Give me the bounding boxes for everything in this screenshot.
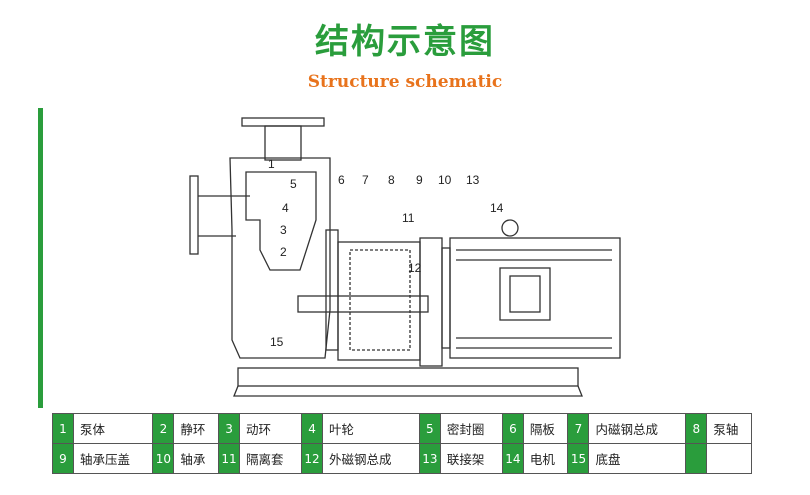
legend-num-6: 6 [501,413,524,444]
callout-5: 5 [290,177,297,191]
legend-num-5: 5 [418,413,441,444]
callout-8: 8 [388,173,395,187]
legend-num-3: 3 [218,413,241,444]
legend-num-13: 13 [418,443,441,474]
inlet-flange [189,175,199,255]
legend-label-separator: 隔板 [522,413,569,444]
motor-body [449,237,621,359]
coupling-frame [419,237,443,367]
legend-num-1: 1 [52,413,74,444]
legend-label-outer-magnet: 外磁钢总成 [322,443,420,474]
legend-label-pump-shaft: 泵轴 [706,413,752,444]
legend-label-rotating-ring: 动环 [239,413,303,444]
inlet-pipe [198,195,250,237]
callout-3: 3 [280,223,287,237]
legend-label-coupling-frame: 联接架 [439,443,503,474]
legend-num-2: 2 [152,413,175,444]
motor-terminal-box [499,267,551,321]
callout-7: 7 [362,173,369,187]
legend-num-8: 8 [685,413,708,444]
callout-12: 12 [408,261,422,275]
legend-label-motor: 电机 [522,443,569,474]
legend-num-11: 11 [218,443,241,474]
accent-bar [38,108,43,408]
outlet-pipe [264,125,302,161]
callout-15: 15 [270,335,284,349]
outlet-flange [241,117,325,127]
callout-4: 4 [282,201,289,215]
legend-label-empty [706,443,752,474]
legend-row: 9 轴承压盖 10 轴承 11 隔离套 12 外磁钢总成 13 联接架 14 电… [52,443,752,474]
diagram-title: 结构示意图 [315,22,495,62]
callout-6: 6 [338,173,345,187]
legend-label-pump-body: 泵体 [72,413,154,444]
callout-14: 14 [490,201,504,215]
legend-num-empty [685,443,708,474]
callout-13: 13 [466,173,480,187]
legend-label-seal-ring: 密封圈 [439,413,503,444]
callout-2: 2 [280,245,287,259]
legend-label-static-ring: 静环 [173,413,220,444]
parts-legend: 1 泵体 2 静环 3 动环 4 叶轮 5 密封圈 6 隔板 7 内磁钢总成 8… [52,413,752,474]
callouts: 1 5 4 3 2 6 7 8 9 10 13 11 12 14 15 [268,157,504,349]
legend-label-impeller: 叶轮 [322,413,420,444]
legend-label-inner-magnet: 内磁钢总成 [588,413,687,444]
baseplate [237,367,579,387]
lifting-eye [501,219,519,237]
legend-num-7: 7 [567,413,590,444]
diagram-subtitle: Structure schematic [307,72,503,92]
callout-1: 1 [268,157,275,171]
legend-num-14: 14 [501,443,524,474]
legend-row: 1 泵体 2 静环 3 动环 4 叶轮 5 密封圈 6 隔板 7 内磁钢总成 8… [52,413,752,444]
legend-num-12: 12 [301,443,324,474]
legend-num-4: 4 [301,413,324,444]
callout-11: 11 [402,211,415,225]
legend-num-9: 9 [52,443,74,474]
callout-10: 10 [438,173,452,187]
legend-num-10: 10 [152,443,175,474]
pump-shaft [297,295,429,313]
callout-9: 9 [416,173,423,187]
legend-label-baseplate: 底盘 [588,443,687,474]
pump-body [229,157,331,359]
legend-num-15: 15 [567,443,590,474]
legend-label-bearing: 轴承 [173,443,220,474]
pump-schematic: 1 5 4 3 2 6 7 8 9 10 13 11 12 14 15 [189,117,621,397]
legend-label-isolation-sleeve: 隔离套 [239,443,303,474]
legend-label-bearing-cover: 轴承压盖 [72,443,154,474]
